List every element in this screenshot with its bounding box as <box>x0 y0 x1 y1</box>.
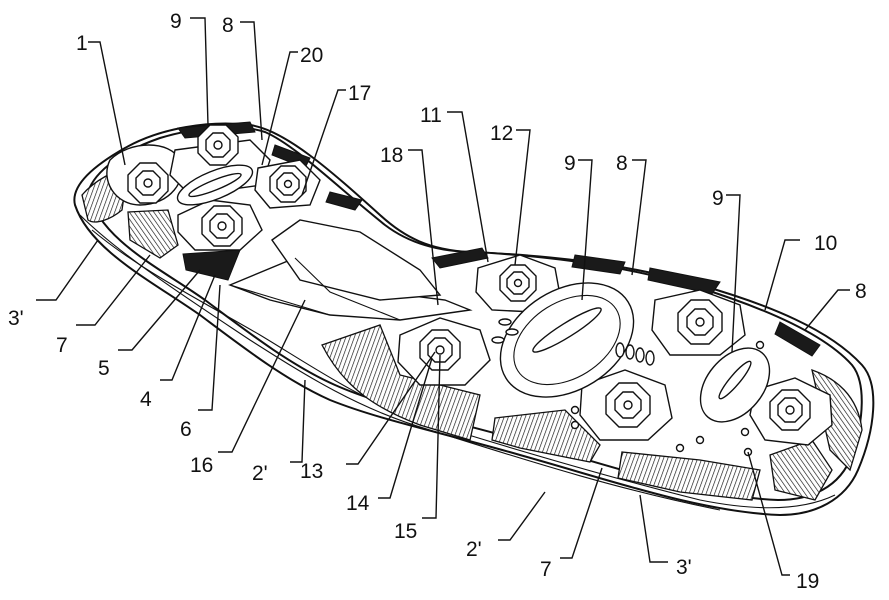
heel-slot <box>188 172 242 198</box>
hatched-panel <box>321 324 481 441</box>
label-16: 16 <box>190 454 213 477</box>
cleat <box>269 165 307 203</box>
label-8: 8 <box>222 14 234 37</box>
hatched-panel <box>617 451 761 501</box>
label-7: 7 <box>540 558 552 581</box>
label-3-prime: 3' <box>676 556 692 579</box>
label-19: 19 <box>796 570 819 593</box>
arch-rib <box>294 257 401 321</box>
label-13: 13 <box>300 460 323 483</box>
label-5: 5 <box>98 357 110 380</box>
label-7: 7 <box>56 334 68 357</box>
label-12: 12 <box>490 122 513 145</box>
label-9: 9 <box>564 152 576 175</box>
flex-holes <box>491 318 765 457</box>
label-18: 18 <box>380 144 403 167</box>
label-15: 15 <box>394 520 417 543</box>
cleat <box>769 389 811 431</box>
label-2-prime: 2' <box>466 538 482 561</box>
arch-window <box>271 219 442 301</box>
label-8: 8 <box>855 280 867 303</box>
label-20: 20 <box>300 44 323 67</box>
cleat <box>499 264 537 302</box>
leader-lines <box>36 17 850 576</box>
forefoot-slot <box>532 307 602 353</box>
dark-edge-strip <box>325 191 363 211</box>
midsole-line-lower <box>79 214 721 511</box>
label-9: 9 <box>170 10 182 33</box>
label-2-prime: 2' <box>252 462 268 485</box>
label-17: 17 <box>348 82 371 105</box>
label-3-prime: 3' <box>8 307 24 330</box>
label-9: 9 <box>712 187 724 210</box>
forefoot-oval-plate-inner <box>513 294 621 386</box>
cleat <box>677 299 723 345</box>
sole-drawing <box>73 121 875 517</box>
label-10: 10 <box>814 232 837 255</box>
cleat <box>201 205 243 247</box>
label-8: 8 <box>616 152 628 175</box>
label-14: 14 <box>346 492 370 515</box>
dark-edge-strip <box>774 321 821 357</box>
label-6: 6 <box>180 418 192 441</box>
reference-labels: 1 9 8 20 17 11 12 18 9 8 9 10 8 3' 7 5 4… <box>8 10 867 593</box>
label-4: 4 <box>140 388 152 411</box>
arch-rib <box>229 284 331 316</box>
hatched-panel <box>127 209 179 259</box>
label-1: 1 <box>76 32 88 55</box>
toe-slot <box>718 360 752 400</box>
cleat <box>127 162 169 204</box>
cleat <box>605 382 651 428</box>
label-11: 11 <box>420 104 442 127</box>
cleat <box>197 124 239 166</box>
